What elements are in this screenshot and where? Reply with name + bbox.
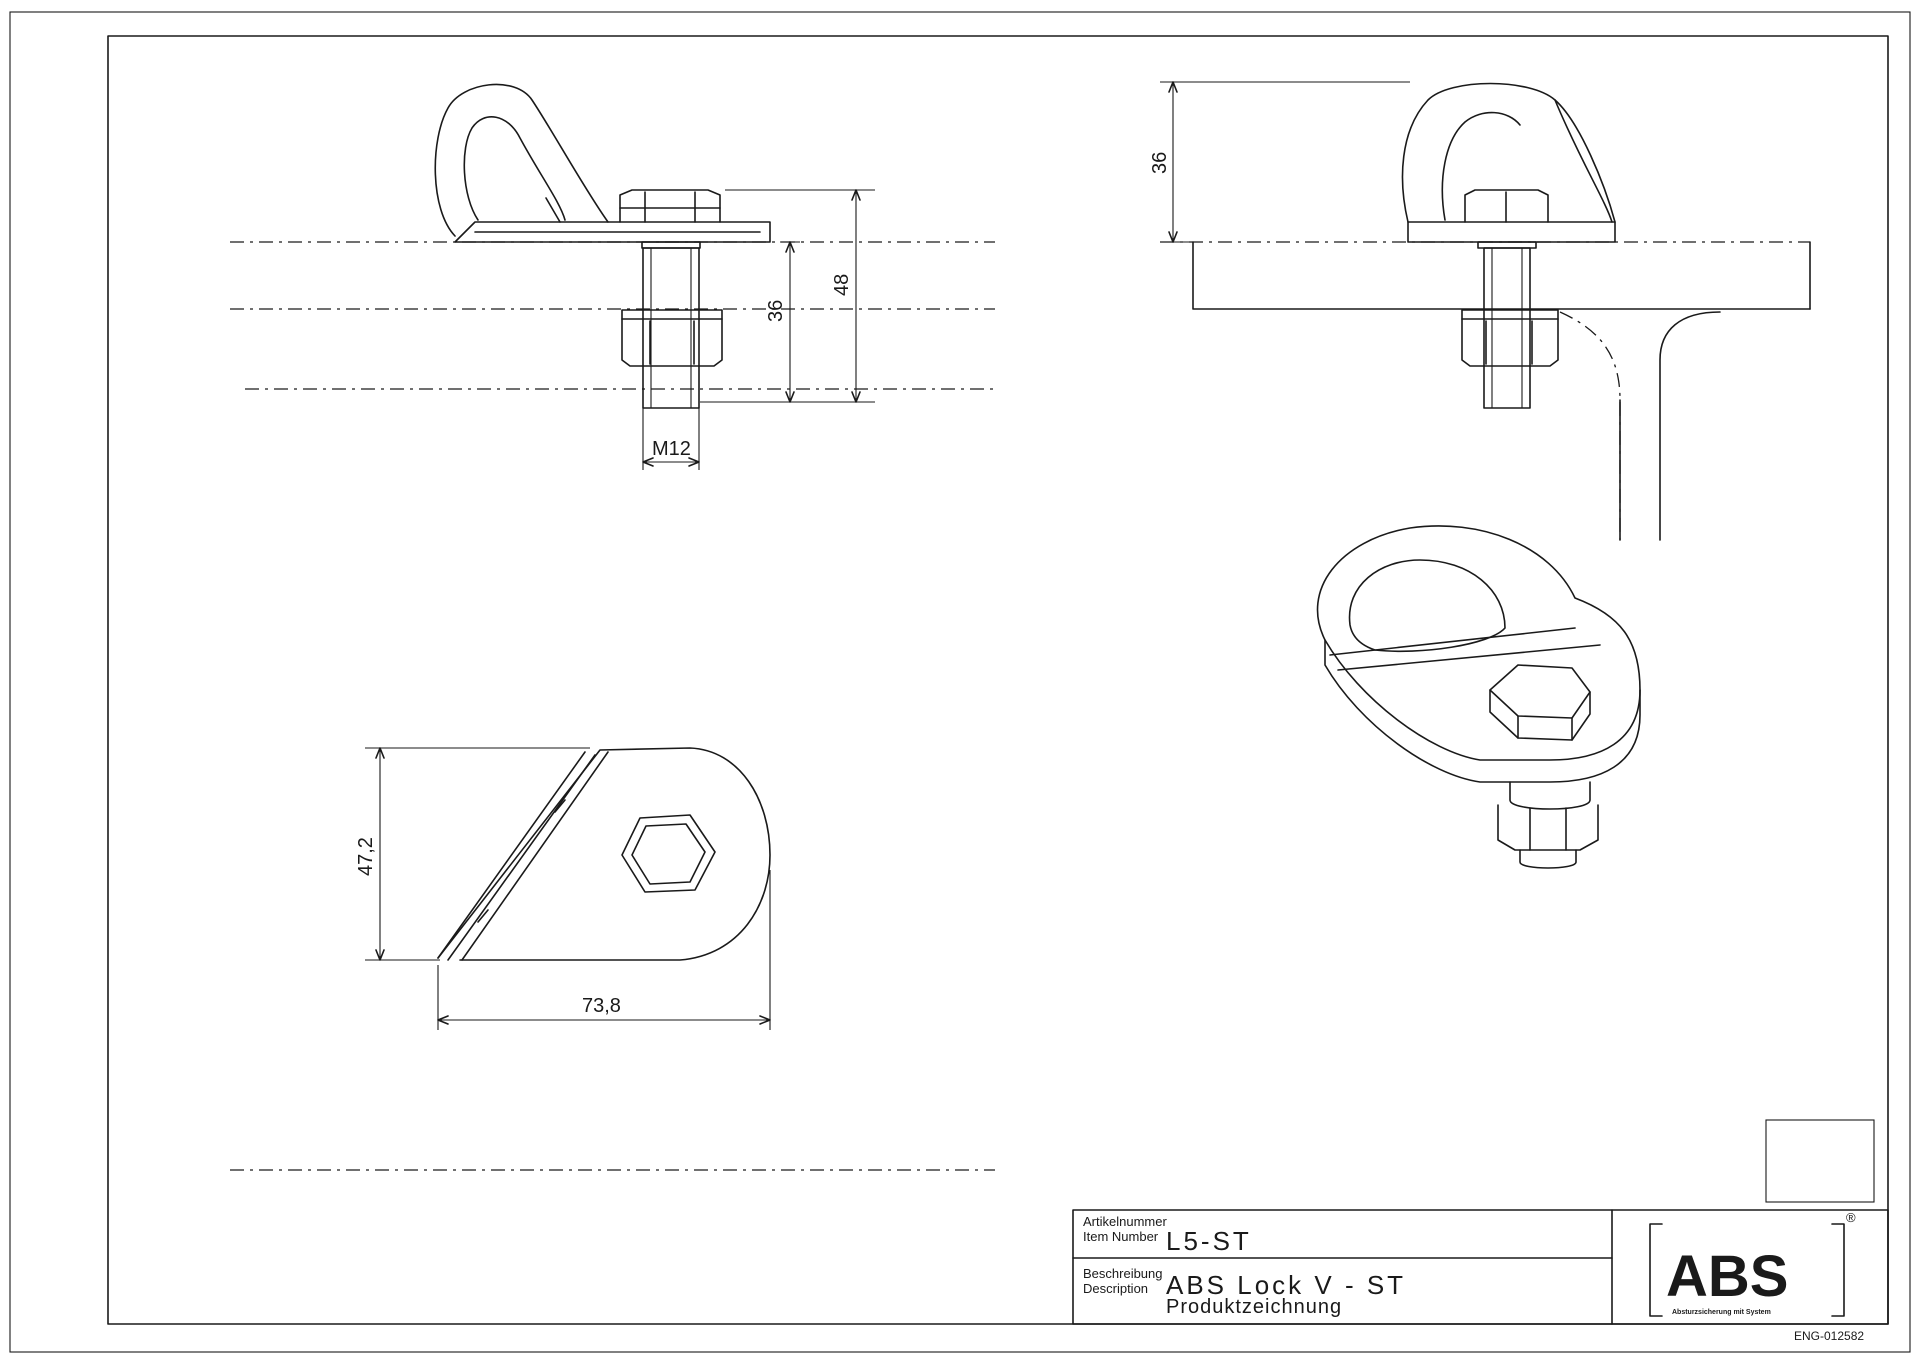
outer-border xyxy=(9,11,1911,1353)
front-view xyxy=(230,83,995,470)
item-number-label-en: Item Number xyxy=(1083,1229,1159,1244)
drawing-subtitle: Produktzeichnung xyxy=(1166,1296,1342,1318)
item-number-label-de: Artikelnummer xyxy=(1083,1214,1167,1229)
description-label-de: Beschreibung xyxy=(1083,1266,1163,1281)
drawing-number: ENG-012582 xyxy=(1794,1329,1864,1343)
top-view xyxy=(365,747,771,1030)
side-view xyxy=(1160,81,1811,541)
isometric-view xyxy=(1316,525,1641,869)
title-block xyxy=(1072,1119,1889,1325)
dim-height-36-front: 36 xyxy=(765,300,787,322)
dim-thread-size: M12 xyxy=(652,438,691,460)
registered-mark: ® xyxy=(1846,1210,1856,1225)
description: ABS Lock V - ST xyxy=(1166,1270,1406,1300)
logo-tagline: Absturzsicherung mit System xyxy=(1672,1309,1771,1316)
dim-width-47-2: 47,2 xyxy=(355,837,377,876)
item-number: L5-ST xyxy=(1166,1226,1252,1256)
dim-height-48: 48 xyxy=(831,274,853,296)
logo-abs: ABS xyxy=(1666,1244,1788,1309)
inner-border xyxy=(107,35,1889,1325)
dim-height-36-side: 36 xyxy=(1149,152,1171,174)
description-label-en: Description xyxy=(1083,1281,1148,1296)
dim-length-73-8: 73,8 xyxy=(582,995,621,1017)
